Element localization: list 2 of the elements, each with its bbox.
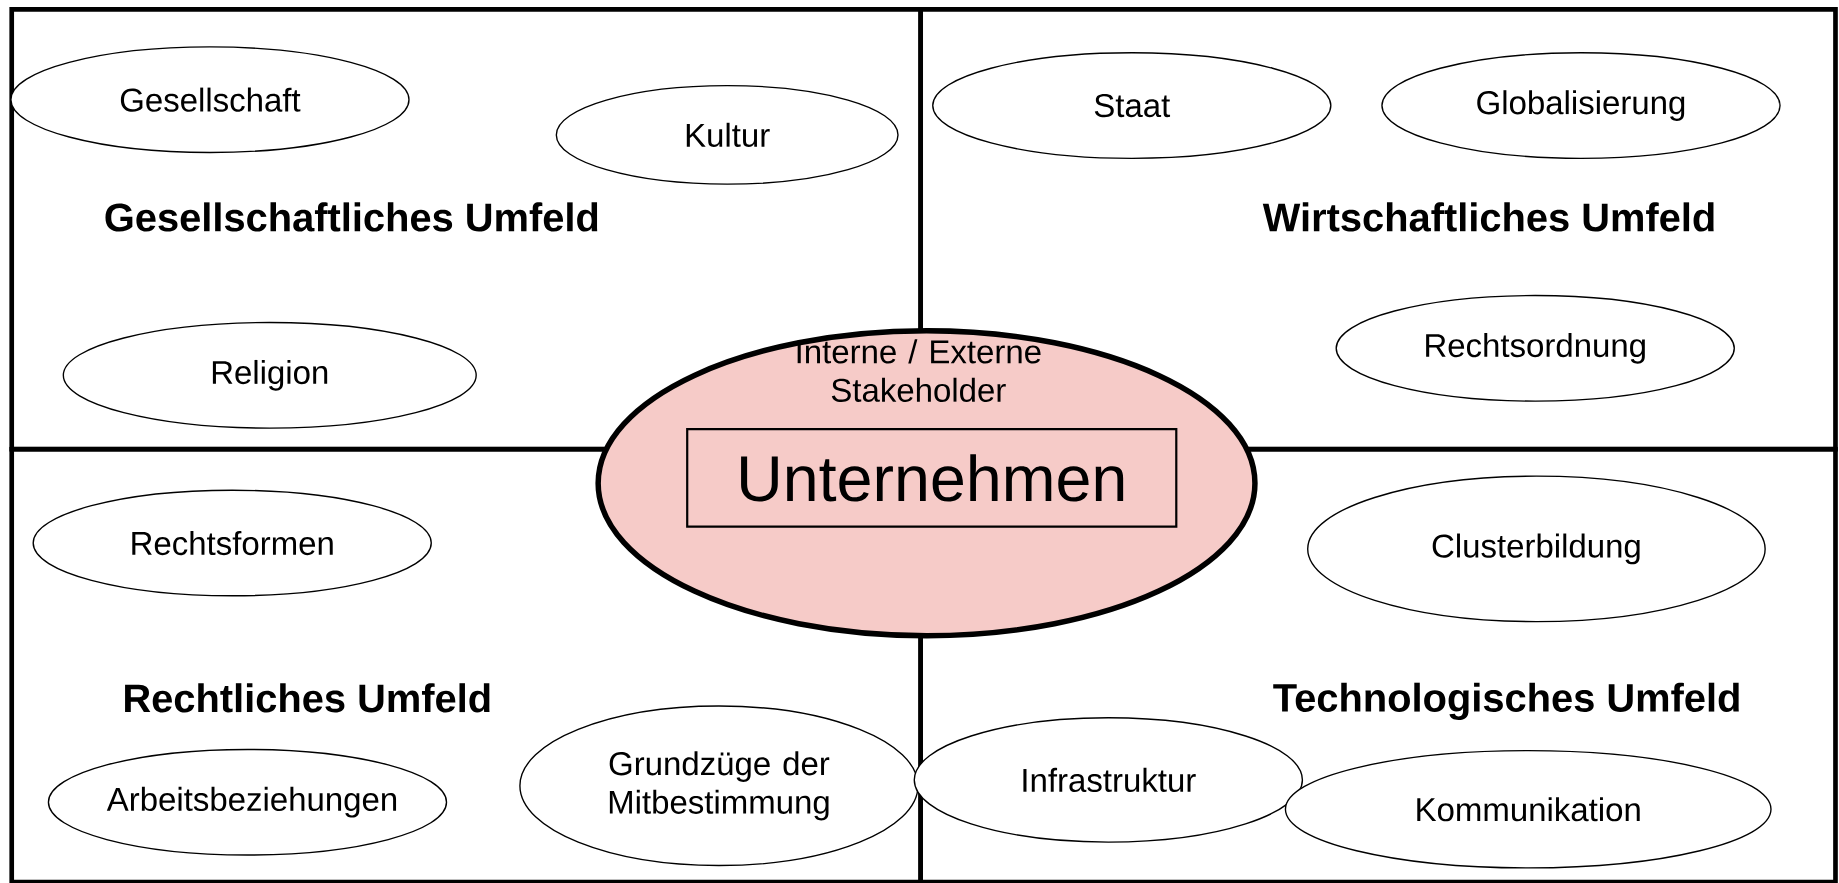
node-label: Kommunikation xyxy=(1417,797,1640,822)
title-box: Unternehmen xyxy=(686,428,1178,528)
